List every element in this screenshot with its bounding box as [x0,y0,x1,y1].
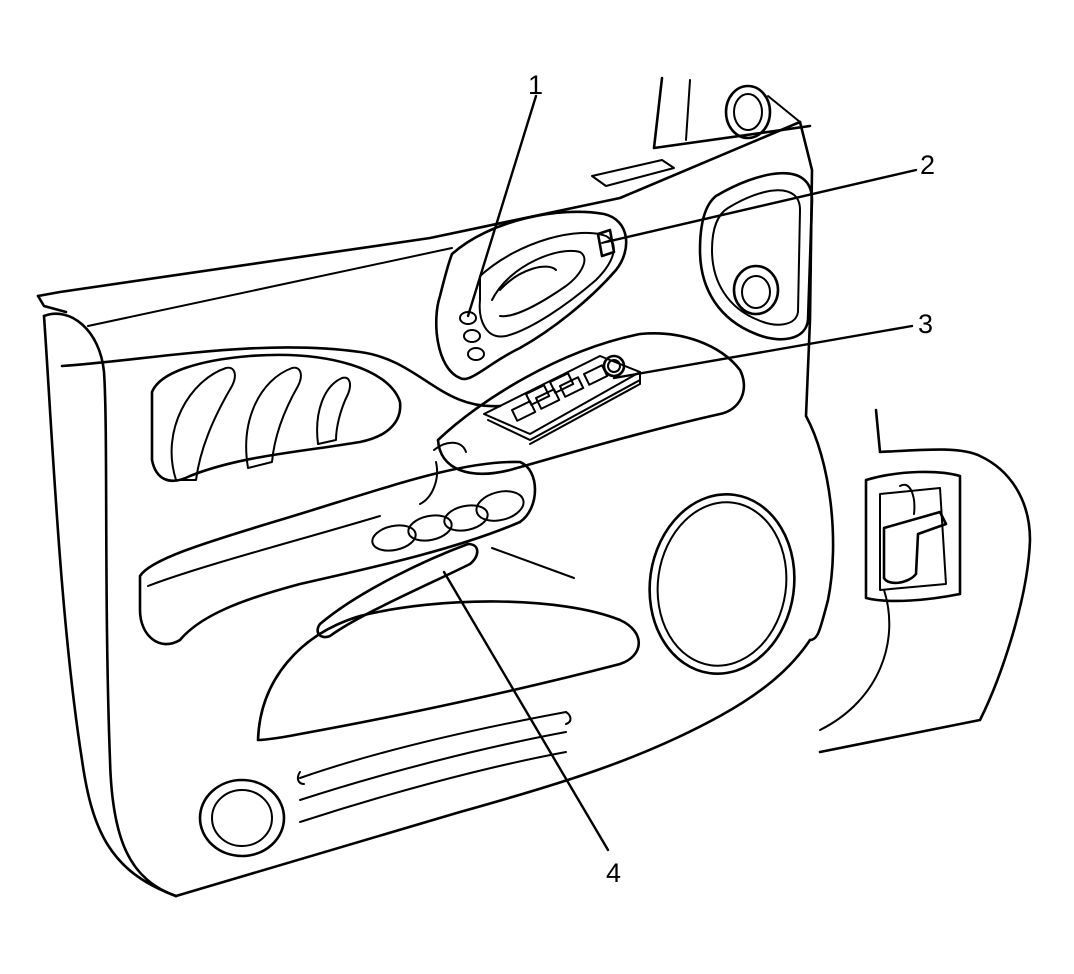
callout-3: 3 [918,309,934,339]
armrest [138,441,575,646]
leader-1 [466,94,538,318]
callout-4: 4 [606,858,622,888]
callout-1: 1 [528,70,544,100]
map-pocket-lower [198,600,640,858]
map-pocket-upper [150,353,402,482]
door-panel-outline [36,95,835,898]
leader-lines [442,94,918,852]
inside-handle-bezel [434,210,628,381]
door-speaker [648,493,796,675]
leader-4 [442,570,610,852]
leader-3 [612,324,914,380]
upper-corner-trim [591,76,814,341]
callout-2: 2 [920,150,936,180]
door-frame [818,408,1032,754]
leader-2 [604,168,918,244]
window-switch-panel [436,332,746,476]
